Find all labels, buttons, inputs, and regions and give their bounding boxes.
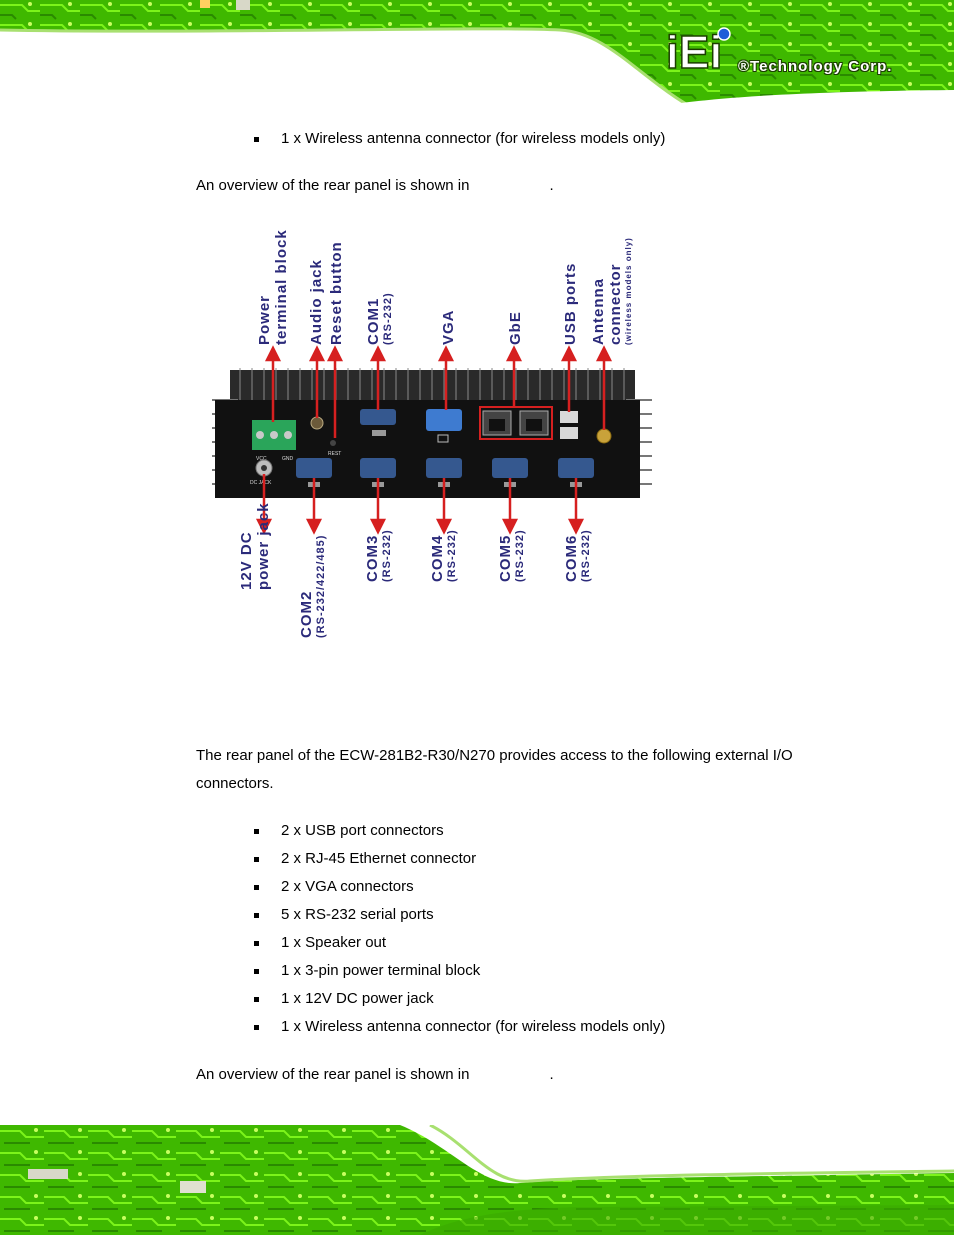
company-logo: iEi ®Technology Corp. [664, 26, 944, 86]
svg-text:DC JACK: DC JACK [250, 480, 272, 486]
vga-port [426, 409, 462, 443]
iei-logo-icon: iEi [665, 26, 731, 74]
overview-paragraph-2: An overview of the rear panel is shown i… [196, 1066, 554, 1083]
list-item: 1 x 3-pin power terminal block [254, 957, 665, 985]
label-com2: COM2 (RS-232/422/485) [298, 534, 327, 638]
label-com1: COM1 (RS-232) [365, 292, 394, 345]
footer-banner [0, 1125, 954, 1235]
label-dc-power-jack: 12V DC power jack [238, 502, 272, 590]
overview-paragraph-1: An overview of the rear panel is shown i… [196, 177, 554, 194]
label-audio-jack: Audio jack [308, 259, 325, 345]
callout-arrows [255, 345, 613, 535]
list-item: 2 x USB port connectors [254, 817, 665, 845]
company-name: ®Technology Corp. [738, 58, 893, 75]
list-item: 1 x Speaker out [254, 929, 665, 957]
com1-port [360, 409, 396, 436]
bullet-list-1: 1 x Wireless antenna connector (for wire… [254, 125, 665, 153]
label-reset-button: Reset button [328, 241, 345, 345]
list-item: 2 x VGA connectors [254, 873, 665, 901]
list-item: 2 x RJ-45 Ethernet connector [254, 845, 665, 873]
logo-text: iEi [666, 26, 722, 74]
label-usb-ports: USB ports [562, 262, 579, 345]
label-com3: COM3 (RS-232) [364, 529, 393, 582]
audio-jack [310, 416, 324, 430]
antenna-connector [596, 428, 612, 444]
intro-paragraph: The rear panel of the ECW-281B2-R30/N270… [196, 747, 793, 792]
svg-text:VCC: VCC [256, 456, 267, 462]
list-item: 5 x RS-232 serial ports [254, 901, 665, 929]
svg-text:GND: GND [282, 456, 294, 462]
power-terminal-block: VCC GND [252, 420, 296, 462]
list-item: 1 x Wireless antenna connector (for wire… [254, 1013, 665, 1041]
label-com5: COM5 (RS-232) [497, 529, 526, 582]
label-power-terminal-block: Power terminal block [256, 229, 290, 345]
label-gbe: GbE [507, 311, 524, 345]
svg-text:REST: REST [328, 451, 341, 457]
label-antenna-connector: Antenna connector (wireless models only) [590, 237, 633, 345]
rear-panel-figure: VCC GND REST DC JACK [200, 210, 660, 650]
label-vga: VGA [440, 309, 457, 345]
gbe-ports [479, 406, 553, 440]
reset-button: REST [328, 440, 341, 457]
list-item: 1 x Wireless antenna connector (for wire… [254, 125, 665, 153]
list-item: 1 x 12V DC power jack [254, 985, 665, 1013]
label-com6: COM6 (RS-232) [563, 529, 592, 582]
header-banner [0, 0, 954, 112]
bullet-list-2: 2 x USB port connectors 2 x RJ-45 Ethern… [254, 817, 665, 1041]
usb-ports [560, 411, 578, 439]
rear-panel-diagram: VCC GND REST DC JACK [212, 345, 652, 535]
label-com4: COM4 (RS-232) [429, 529, 458, 582]
